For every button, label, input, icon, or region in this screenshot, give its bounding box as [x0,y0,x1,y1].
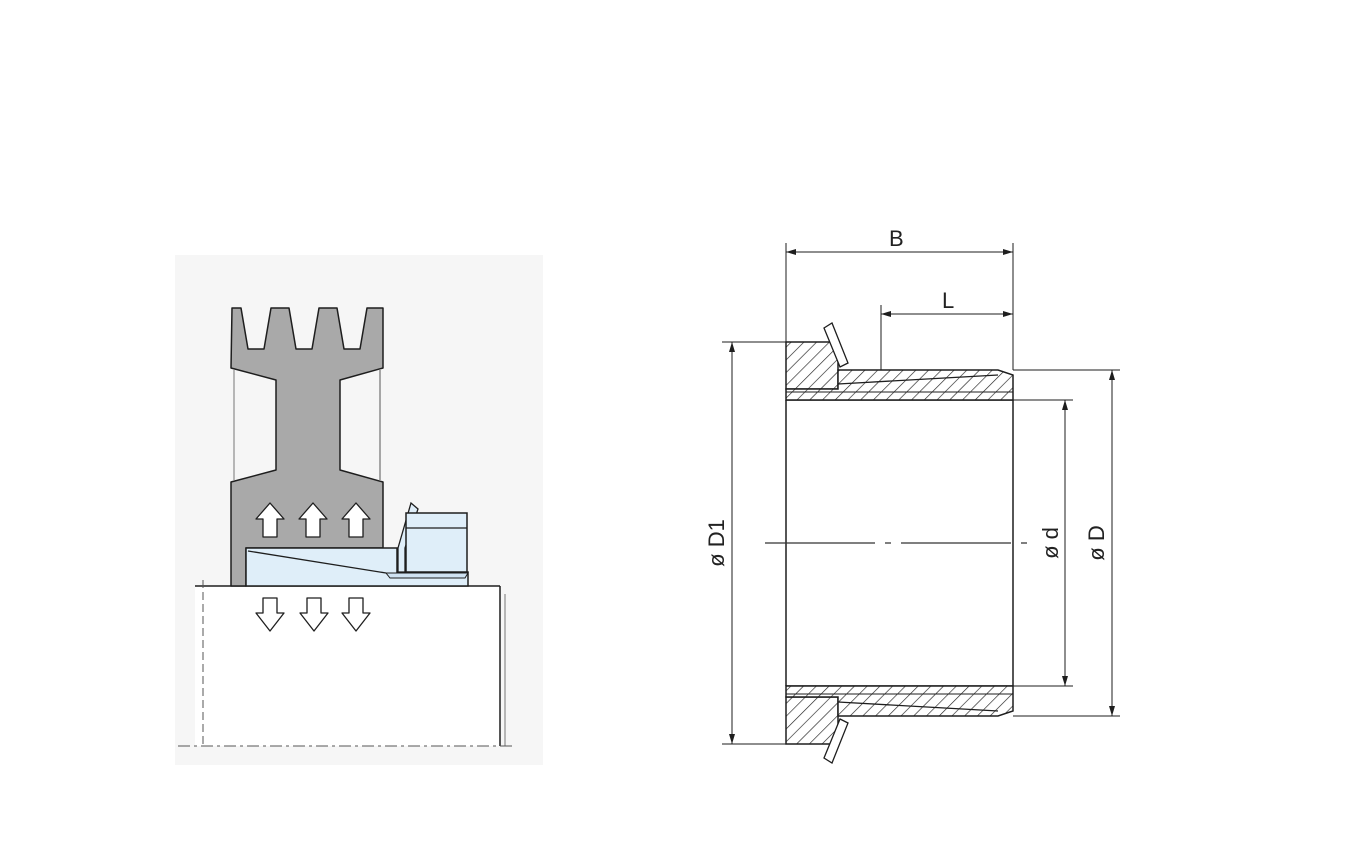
arrow-down-icon [299,597,329,632]
label-small-d: ø d [1038,527,1063,559]
lock-washer-tab-top [823,322,849,368]
label-d1: ø D1 [704,519,729,567]
section-top-half [785,322,1014,401]
arrow-down-icon [341,597,371,632]
nut-section-top [785,341,839,390]
arrows-up [255,502,371,538]
dimension-b [785,243,1014,370]
label-big-d: ø D [1084,525,1109,560]
dimension-d1 [722,341,786,745]
lock-nut [405,512,468,573]
nut-section-bottom [785,696,839,745]
arrow-down-icon [255,597,285,632]
dimension-l [880,305,1013,370]
label-l: L [942,288,954,313]
arrows-down [255,597,371,632]
label-b: B [889,226,904,251]
dimension-small-d [1013,399,1073,687]
dimension-big-d [1013,369,1120,717]
section-drawing: B L ø D1 ø d [704,226,1120,764]
arrow-up-icon [298,502,328,538]
adapter-sleeve [245,547,469,587]
lock-washer-tab-bottom [823,718,849,764]
arrow-up-icon [255,502,285,538]
shaft [178,580,515,747]
section-bottom-half [785,685,1014,764]
mounting-illustration [175,255,543,765]
arrow-up-icon [341,502,371,538]
